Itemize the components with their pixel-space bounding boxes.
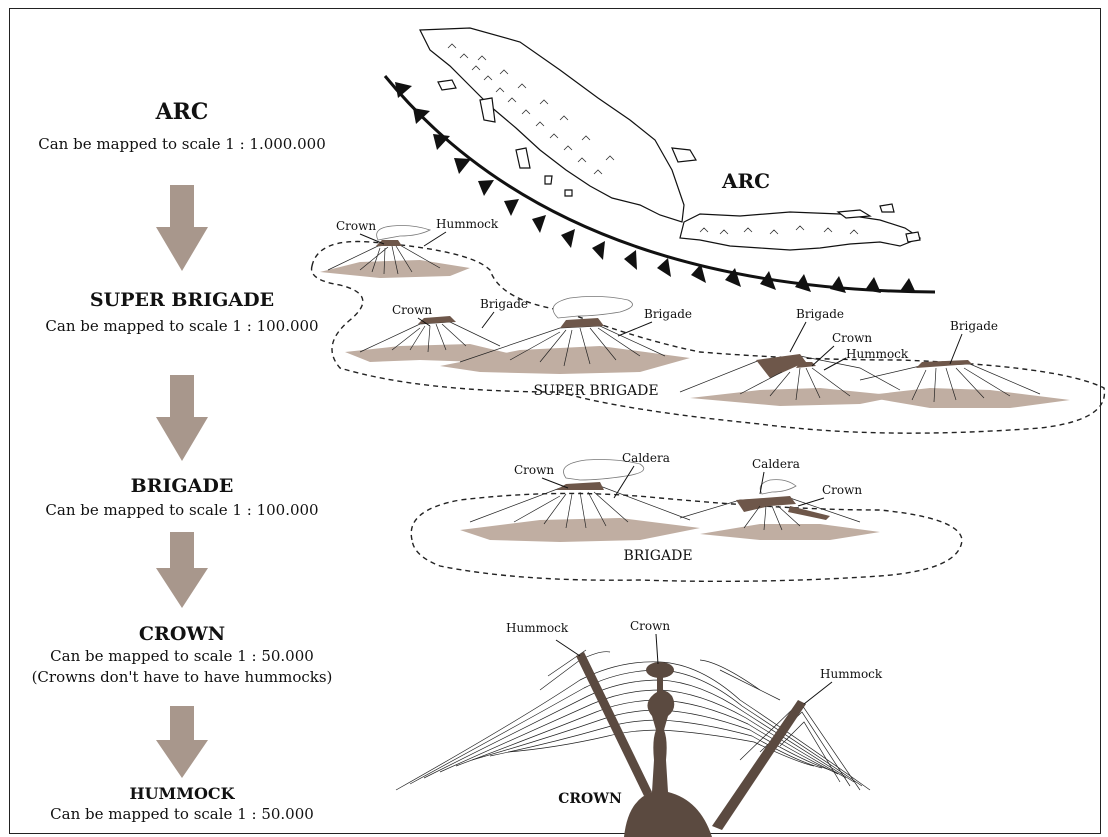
volcano-sb-left — [345, 316, 520, 362]
label-brigade: Brigade — [950, 319, 998, 333]
crown-title: CROWN — [558, 791, 622, 807]
arc-map-title: ARC — [721, 169, 770, 193]
label-caldera: Caldera — [752, 457, 800, 471]
brigade-title: BRIGADE — [623, 548, 692, 564]
label-caldera: Caldera — [622, 451, 670, 465]
volcano-sb-right — [680, 354, 1070, 408]
label-hummock: Hummock — [820, 667, 883, 681]
label-crown: Crown — [630, 619, 670, 633]
label-hummock: Hummock — [506, 621, 569, 635]
label-brigade: Brigade — [480, 297, 528, 311]
label-hummock: Hummock — [436, 217, 499, 231]
super-brigade-title: SUPER BRIGADE — [533, 383, 658, 399]
hummock-cone — [740, 702, 860, 790]
label-crown: Crown — [392, 303, 432, 317]
crown-illustration: Hummock Crown Hummock CROWN — [396, 619, 883, 837]
label-brigade: Brigade — [644, 307, 692, 321]
label-crown: Crown — [822, 483, 862, 497]
label-crown: Crown — [514, 463, 554, 477]
label-crown: Crown — [832, 331, 872, 345]
super-brigade-illustration: Crown Hummock Crown Brigade Brigade Brig… — [312, 217, 1105, 433]
label-hummock: Hummock — [846, 347, 909, 361]
island-long — [680, 212, 920, 250]
label-brigade: Brigade — [796, 307, 844, 321]
island-large — [420, 28, 684, 222]
label-crown: Crown — [336, 219, 376, 233]
brigade-illustration: Crown Caldera Caldera Crown BRIGADE — [411, 451, 962, 581]
arc-map: ARC — [385, 28, 935, 293]
volcano-brigade-left — [460, 460, 700, 543]
